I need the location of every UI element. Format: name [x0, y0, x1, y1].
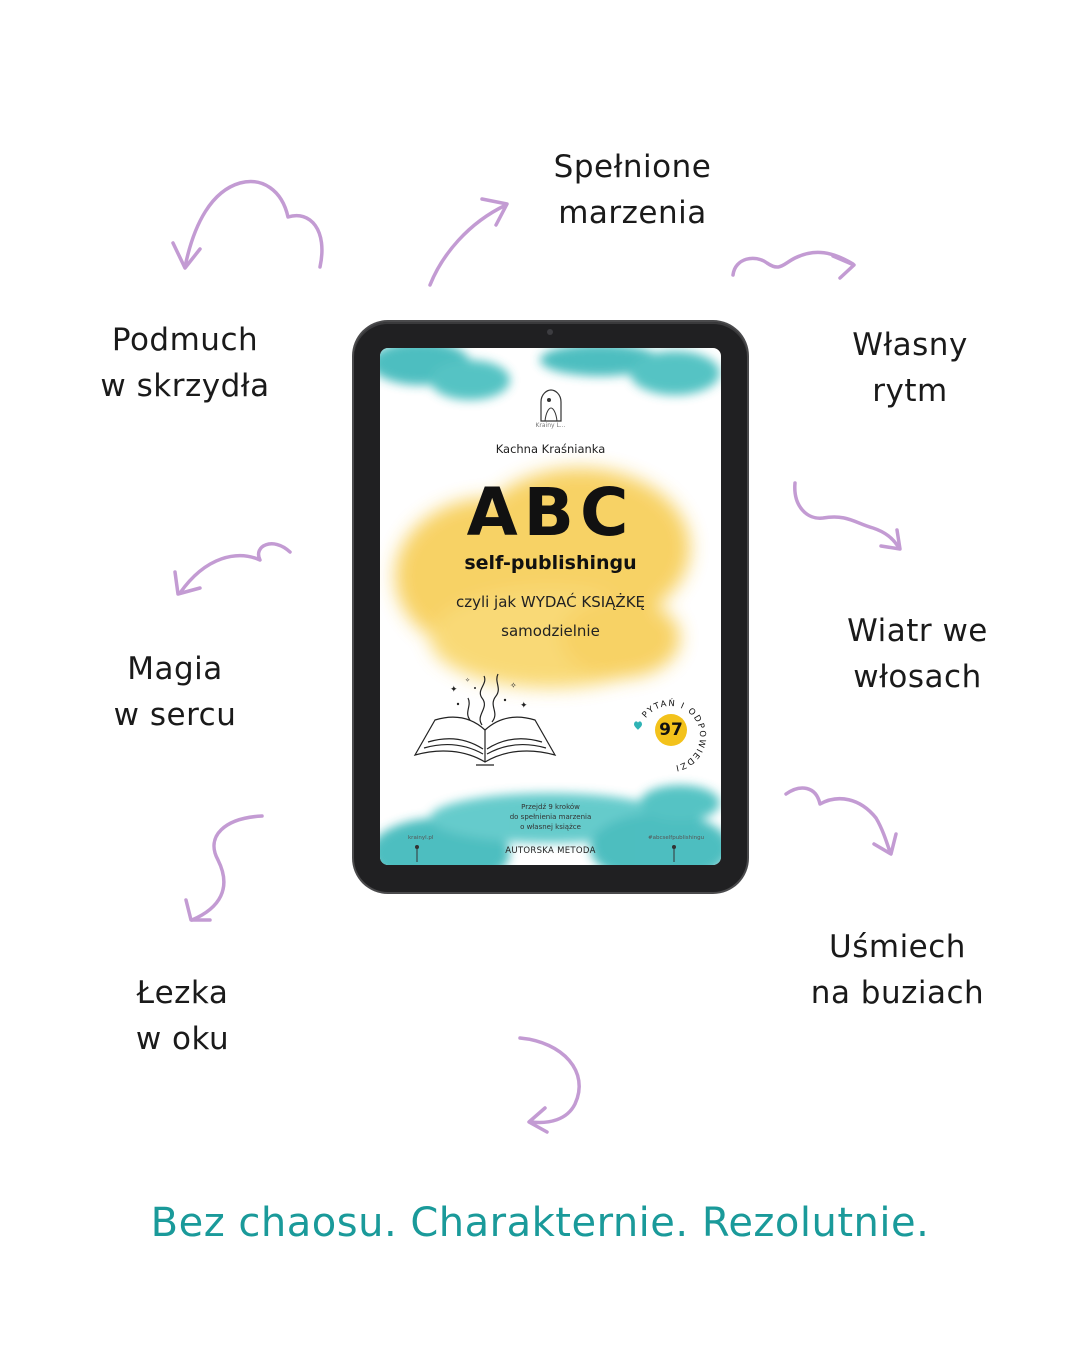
- svg-text:✦: ✦: [450, 685, 458, 695]
- phrase-line: Podmuch: [111, 322, 259, 358]
- phrase-line: w skrzydła: [100, 368, 270, 404]
- pin-icon: [672, 845, 676, 862]
- phrase-wiatr-we-wlosach: Wiatr we włosach: [820, 608, 1015, 700]
- cover-line-1: czyli jak WYDAĆ KSIĄŻKĘ: [455, 593, 646, 611]
- tagline: Bez chaosu. Charakternie. Rezolutnie.: [150, 1200, 930, 1246]
- phrase-line: włosach: [853, 659, 982, 695]
- cover-steps-line: o własnej książce: [520, 823, 581, 831]
- cover-method: AUTORSKA METODA: [505, 846, 596, 856]
- phrase-line: w sercu: [113, 697, 237, 733]
- logo-text: Krainy L...: [535, 422, 566, 429]
- cover-steps-line: do spełnienia marzenia: [509, 813, 592, 821]
- arrow-right-down-icon: [793, 481, 902, 551]
- svg-text:✧: ✧: [465, 677, 470, 684]
- phrase-line: Własny: [852, 327, 968, 363]
- phrase-line: w oku: [135, 1021, 230, 1057]
- arrow-top-right-icon: [731, 250, 856, 280]
- open-book-icon: ✦ ✧ ✦ ✧: [413, 673, 557, 766]
- cover-line-2: samodzielnie: [501, 622, 600, 640]
- phrase-podmuch-w-skrzydla: Podmuch w skrzydła: [80, 317, 290, 409]
- arrow-right-lower-icon: [784, 786, 898, 856]
- arrow-left-middle-icon: [173, 542, 292, 596]
- badge-number: 97: [655, 714, 687, 746]
- cover-steps-line: Przejdź 9 kroków: [521, 803, 580, 811]
- phrase-line: Wiatr we: [847, 613, 988, 649]
- phrase-line: marzenia: [558, 195, 707, 231]
- phrase-usmiech-na-buziach: Uśmiech na buziach: [795, 924, 1000, 1016]
- phrase-spelnione-marzenia: Spełnione marzenia: [520, 144, 745, 236]
- pin-icon: [415, 845, 419, 862]
- phrase-line: Magia: [127, 651, 223, 687]
- phrase-line: Spełnione: [553, 149, 712, 185]
- cover-subtitle: self-publishingu: [464, 552, 637, 574]
- svg-text:✦: ✦: [520, 701, 528, 711]
- phrase-line: rytm: [872, 373, 948, 409]
- camera-icon: [547, 329, 553, 335]
- watercolor-splash-icon: [380, 348, 721, 865]
- cover-hashtag: #abcselfpublishingu: [648, 835, 705, 841]
- arrow-top-up-icon: [428, 197, 509, 287]
- arrow-bottom-icon: [518, 1036, 581, 1134]
- tablet-device: Krainy L... Kachna Kraśnianka ABC self-p…: [354, 322, 747, 892]
- cover-author: Kachna Kraśnianka: [495, 442, 606, 456]
- phrase-wlasny-rytm: Własny rytm: [820, 322, 1000, 414]
- phrase-lezka-w-oku: Łezka w oku: [100, 970, 265, 1062]
- phrase-line: na buziach: [810, 975, 985, 1011]
- cover-website: krainyl.pl: [408, 835, 434, 841]
- svg-text:✧: ✧: [510, 681, 517, 690]
- book-cover: Krainy L... Kachna Kraśnianka ABC self-p…: [380, 348, 721, 865]
- cover-steps: Przejdź 9 kroków do spełnienia marzenia …: [380, 802, 721, 832]
- phrase-line: Uśmiech: [829, 929, 966, 965]
- arrow-top-left-icon: [171, 179, 324, 270]
- phrase-magia-w-sercu: Magia w sercu: [85, 646, 265, 738]
- cover-title: ABC: [466, 474, 635, 551]
- logo-icon: [540, 389, 562, 422]
- arrow-left-lower-icon: [184, 814, 264, 922]
- phrase-line: Łezka: [136, 975, 229, 1011]
